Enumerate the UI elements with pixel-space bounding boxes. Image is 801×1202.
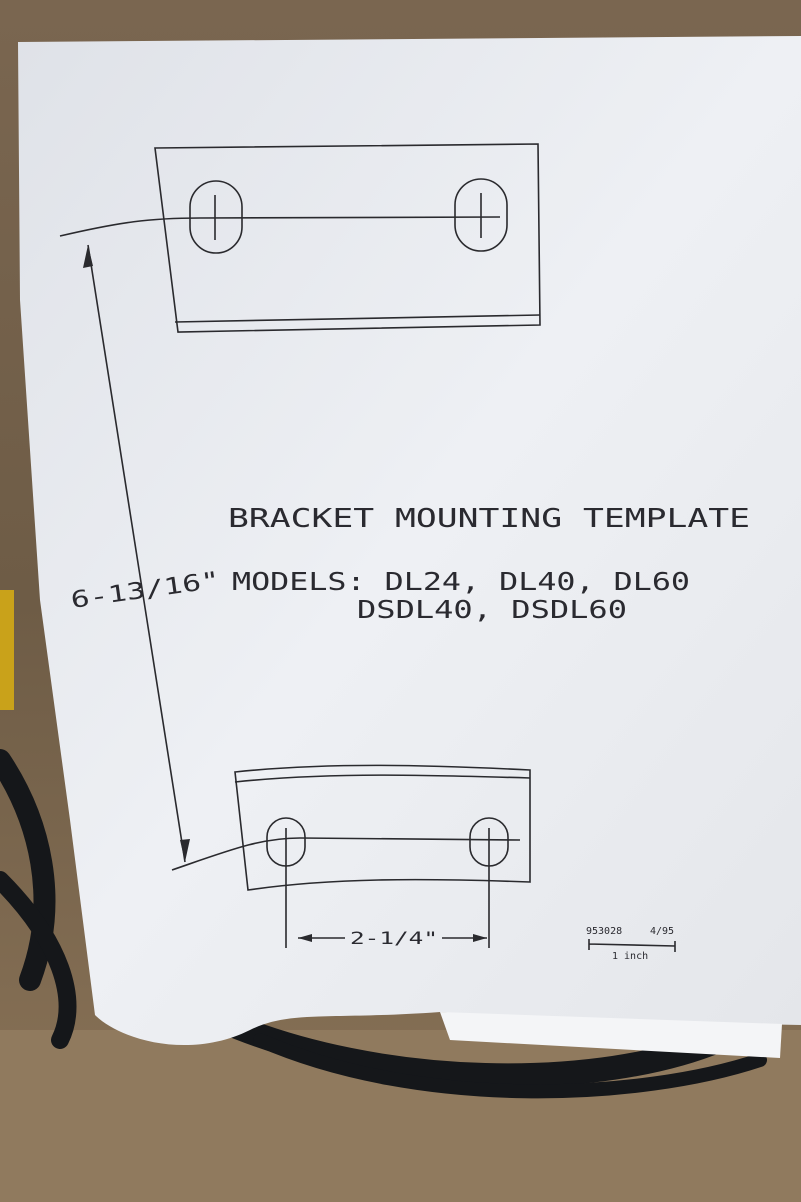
scale-block: 953028 4/95 1 inch	[586, 926, 676, 962]
yellow-item	[0, 590, 14, 710]
part-number: 953028	[586, 926, 622, 937]
top-bracket-drawing	[59, 143, 541, 333]
models-line-2: DSDL40, DSDL60	[357, 595, 627, 624]
models-line-1: MODELS: DL24, DL40, DL60	[232, 567, 690, 596]
scale-bar	[588, 939, 676, 952]
revision-date: 4/95	[650, 926, 674, 937]
template-title: BRACKET MOUNTING TEMPLATE	[228, 504, 750, 534]
black-cables	[0, 749, 767, 1099]
horizontal-dimension-line	[298, 934, 487, 942]
horizontal-dimension-label: 2-1/4"	[350, 929, 438, 949]
bottom-bracket-drawing	[171, 764, 531, 948]
vertical-dimension-line	[83, 244, 190, 863]
scale-label: 1 inch	[612, 951, 648, 962]
paper-tab	[440, 1012, 782, 1058]
paper-sheet	[18, 36, 801, 1046]
